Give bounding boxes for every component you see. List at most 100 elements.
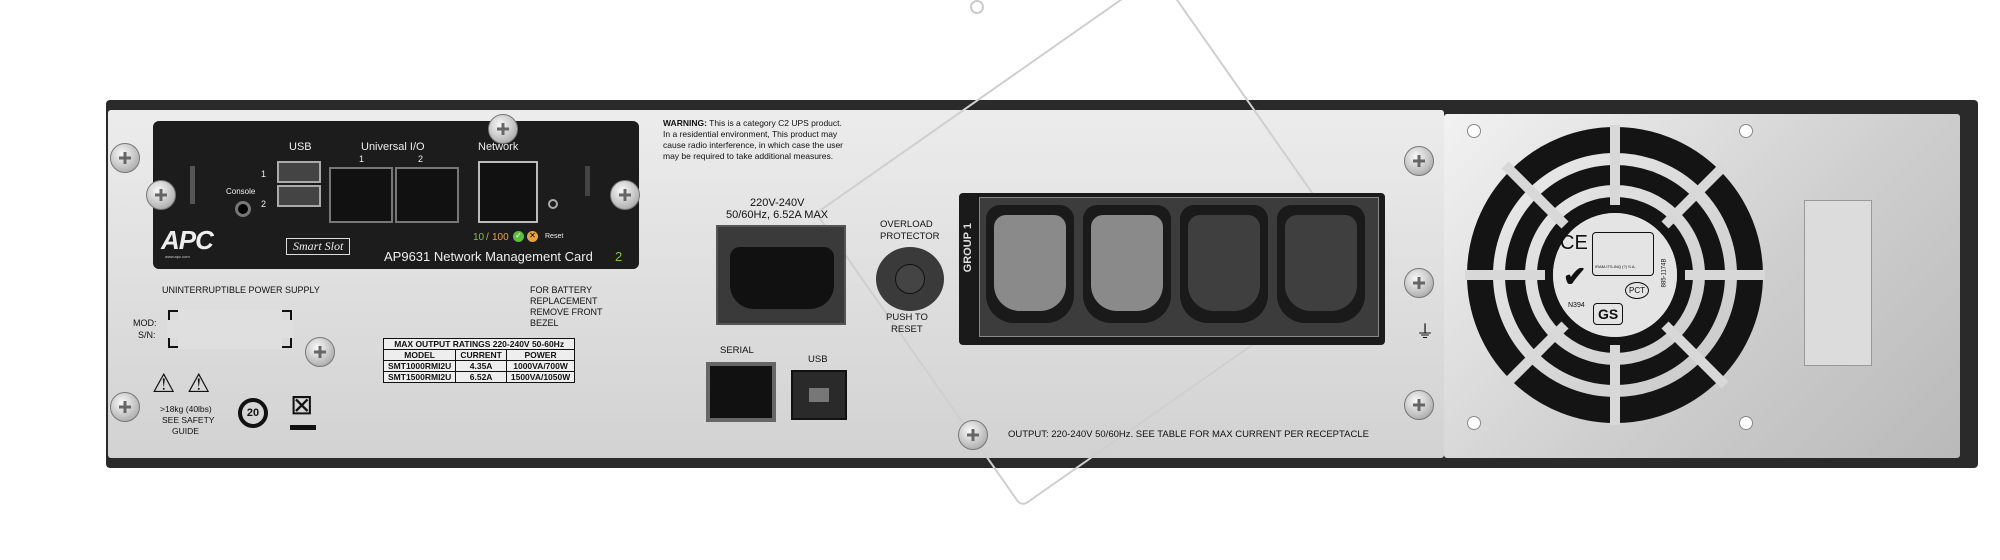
serial-label: SERIAL: [720, 345, 754, 356]
mod-label: MOD:: [133, 318, 157, 328]
status-ok-icon: ✓: [513, 231, 524, 242]
weee-bin-icon: ⊠: [290, 389, 314, 420]
warning-line: may be required to take additional measu…: [663, 151, 834, 161]
apc-url: www.apc.com: [165, 254, 190, 259]
network-management-card: USB 1 2 Console Universal I/O 1 2 Networ…: [153, 121, 639, 269]
outlet-3[interactable]: [1180, 205, 1268, 323]
usb-label-main: USB: [808, 354, 828, 365]
speed-100-label: 100: [492, 232, 509, 243]
overload-label: OVERLOAD: [880, 219, 933, 230]
inlet-socket: [730, 247, 834, 309]
protector-label: PROTECTOR: [880, 231, 940, 242]
warning-line: cause radio interference, in which case …: [663, 140, 844, 150]
warning-text: WARNING: This is a category C2 UPS produ…: [663, 118, 843, 162]
screw: [1404, 390, 1434, 420]
safety-label-2: GUIDE: [172, 426, 199, 436]
warning-triangle-icon: ⚠: [152, 368, 176, 398]
battery-label-2: REPLACEMENT: [530, 296, 598, 306]
sn-label: S/N:: [138, 330, 156, 340]
mount-hole: [1467, 124, 1481, 138]
usb-label: USB: [289, 141, 312, 153]
outlet-4[interactable]: [1277, 205, 1365, 323]
screw: [488, 114, 518, 144]
screw: [1404, 146, 1434, 176]
electric-hazard-icon: ⚠: [187, 368, 211, 398]
epup-recycle-icon: 20: [238, 398, 268, 428]
n394-label: N394: [1568, 302, 1585, 309]
universal-io-port-2[interactable]: [395, 167, 459, 223]
battery-label-1: FOR BATTERY: [530, 285, 593, 295]
outlet-group-1: GROUP 1: [959, 193, 1385, 345]
ac-input-inlet[interactable]: [716, 225, 846, 325]
apc-logo: APC: [161, 225, 214, 255]
battery-label-3: REMOVE FRONT: [530, 307, 603, 317]
output-rating-text: OUTPUT: 220-240V 50/60Hz. SEE TABLE FOR …: [1008, 429, 1369, 440]
speed-10-label: 10: [473, 232, 485, 243]
cell: 1500VA/1050W: [505, 371, 576, 383]
card-model-suffix: 2: [615, 249, 623, 264]
cell: SMT1500RMI2U: [382, 371, 457, 383]
safety-label: SEE SAFETY: [162, 415, 215, 425]
ce-mark: CE: [1560, 232, 1588, 254]
weight-label: >18kg (40lbs): [160, 404, 212, 414]
card-model: AP9631 Network Management Card: [384, 249, 593, 264]
warning-line: In a residential environment, This produ…: [663, 129, 838, 139]
ups-label: UNINTERRUPTIBLE POWER SUPPLY: [162, 285, 320, 295]
gs-mark: GS: [1593, 303, 1624, 325]
status-warn-icon: ✕: [527, 231, 538, 242]
pct-mark: PCT: [1625, 282, 1649, 299]
screw: [610, 180, 640, 210]
screw: [305, 337, 335, 367]
card-latch: [190, 166, 195, 204]
screw: [146, 180, 176, 210]
col-header: CURRENT: [455, 349, 507, 361]
serial-port[interactable]: [706, 362, 776, 422]
reset-label: Reset: [545, 233, 564, 240]
warning-line: This is a category C2 UPS product.: [706, 118, 842, 128]
speed-sep: /: [486, 232, 489, 243]
iram-label: IRAM-ITS-INQ (?) S.A.: [1595, 264, 1636, 269]
serial-bracket: [167, 309, 293, 349]
input-voltage-label: 220V-240V: [750, 197, 805, 209]
reset-label: RESET: [891, 324, 923, 335]
ratings-title: MAX OUTPUT RATINGS 220-240V 50-60Hz: [382, 338, 576, 350]
col-header: POWER: [505, 349, 576, 361]
outlet-1[interactable]: [986, 205, 1074, 323]
screw: [958, 420, 988, 450]
universal-io-port-1[interactable]: [329, 167, 393, 223]
cell: 1000VA/700W: [505, 360, 576, 372]
input-rating-label: 50/60Hz, 6.52A MAX: [726, 209, 829, 221]
mount-hole: [1467, 416, 1481, 430]
cell: 4.35A: [455, 360, 507, 372]
cell: SMT1000RMI2U: [382, 360, 457, 372]
warning-bold: WARNING:: [663, 118, 707, 128]
console-port[interactable]: [235, 201, 251, 217]
universal-io-label: Universal I/O: [361, 141, 425, 153]
part-code: 885-1174B: [1661, 258, 1668, 288]
card-latch-right: [585, 166, 590, 196]
overload-reset-button[interactable]: [876, 247, 944, 311]
outlet-2[interactable]: [1083, 205, 1171, 323]
smartslot-logo: Smart Slot: [286, 238, 351, 255]
iram-mark: IRAM-ITS-INQ (?) S.A.: [1592, 232, 1654, 276]
screw: [110, 392, 140, 422]
mount-hole: [1739, 416, 1753, 430]
mount-hole: [1739, 124, 1753, 138]
usb-port-2-label: 2: [261, 199, 267, 209]
push-to-label: PUSH TO: [886, 312, 928, 323]
group-label: GROUP 1: [962, 223, 974, 273]
reset-button[interactable]: [548, 199, 558, 209]
usb-port-1[interactable]: [277, 161, 321, 183]
network-port[interactable]: [478, 161, 538, 223]
usb-b-port[interactable]: [791, 370, 847, 420]
weee-bar: [290, 425, 316, 430]
io-port-1-label: 1: [359, 154, 365, 164]
usb-port-1-label: 1: [261, 169, 267, 179]
ratings-table: MAX OUTPUT RATINGS 220-240V 50-60Hz MODE…: [382, 338, 576, 383]
ground-icon: ⏚: [1416, 322, 1434, 342]
usb-port-2[interactable]: [277, 185, 321, 207]
col-header: MODEL: [382, 349, 457, 361]
console-label: Console: [226, 187, 256, 196]
